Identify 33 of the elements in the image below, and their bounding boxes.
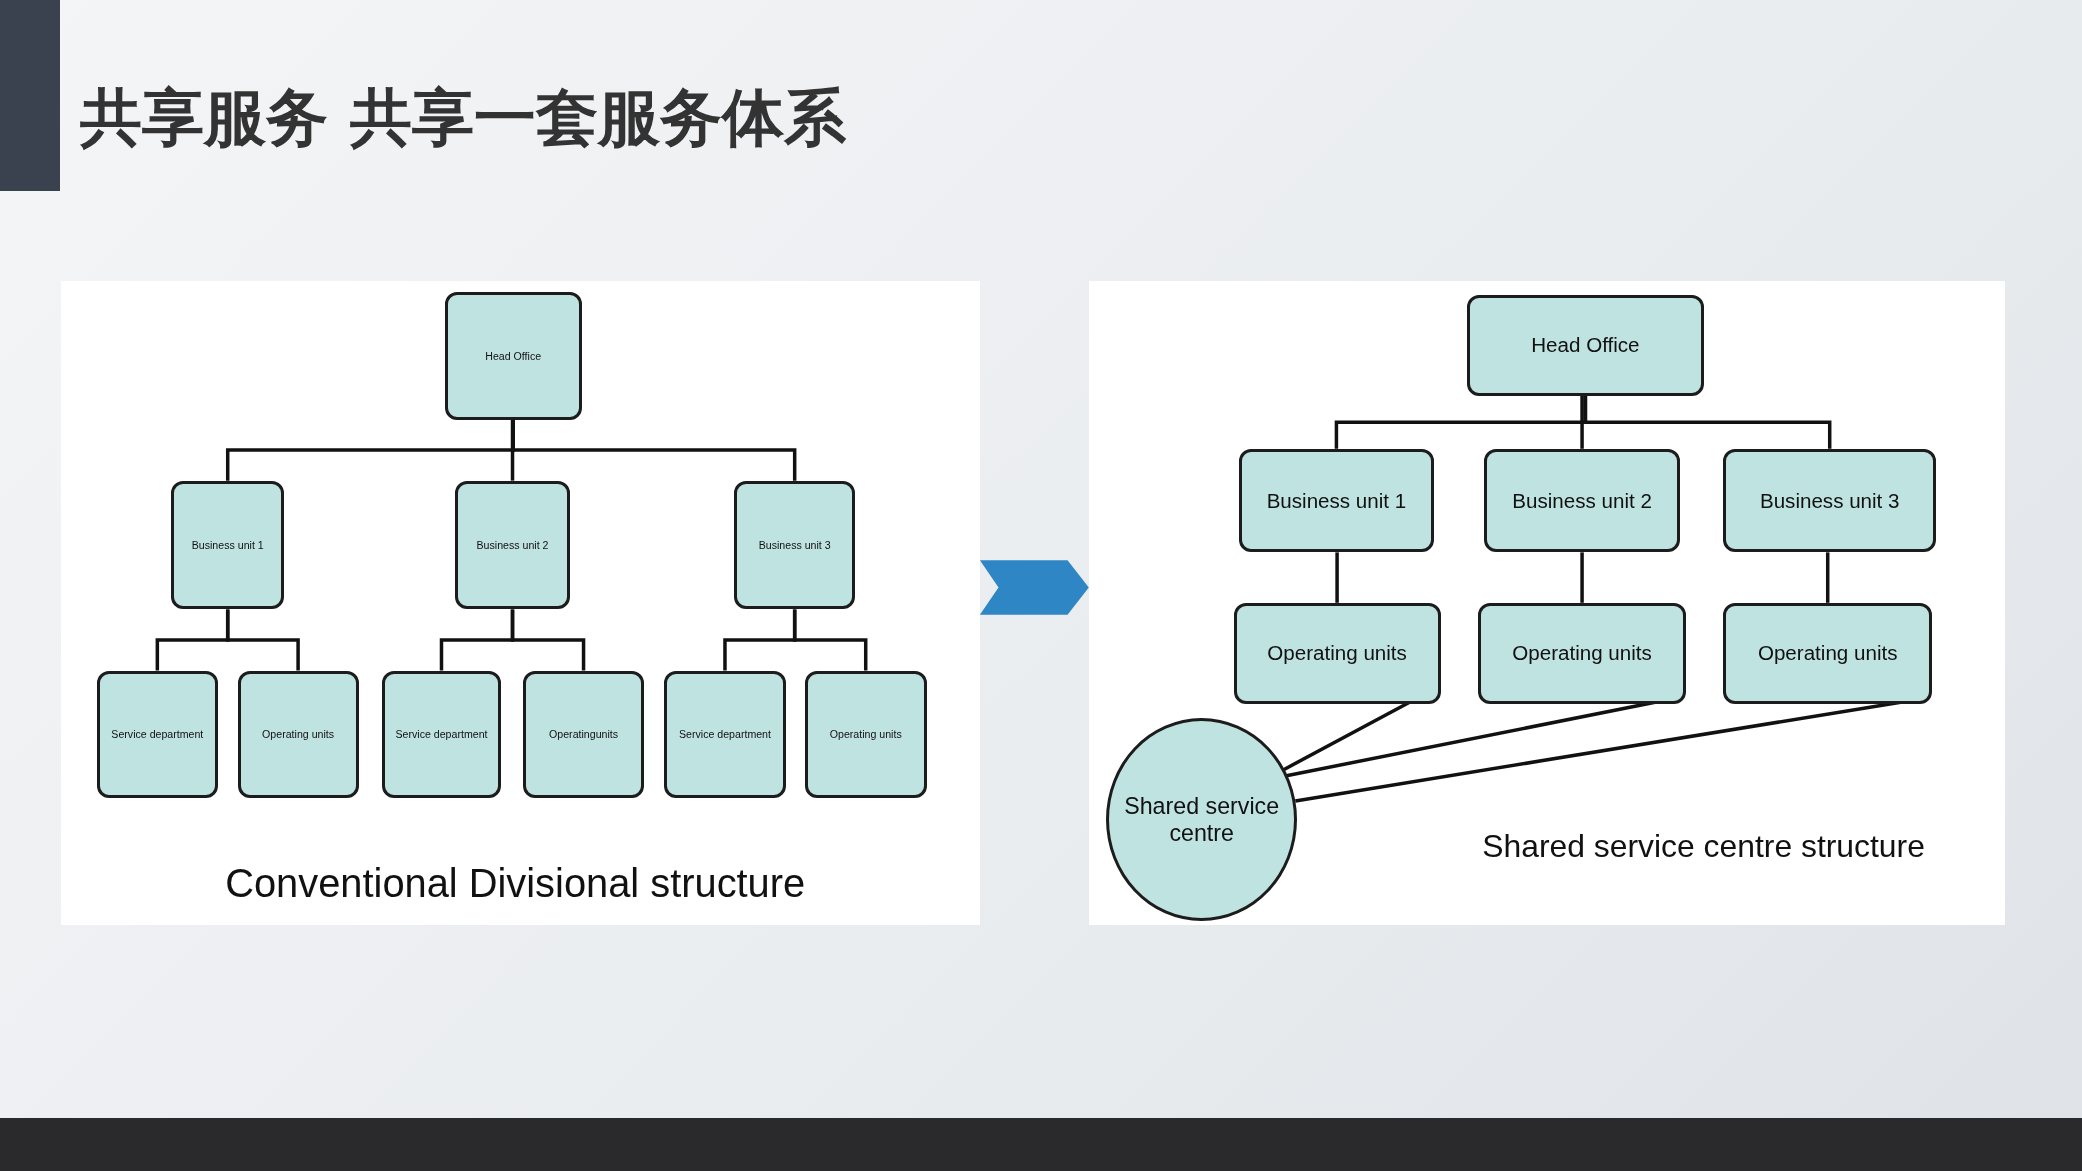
org-box: Operating units	[1723, 602, 1932, 704]
org-box: Business unit 3	[734, 480, 856, 610]
panel-card	[61, 281, 980, 926]
connector-line	[225, 609, 300, 671]
panel-card	[1088, 281, 2005, 926]
org-box: Business unit 2	[455, 480, 570, 610]
connector-line	[1580, 552, 1584, 603]
connector-line	[1580, 395, 1584, 449]
connector-line	[1825, 552, 1830, 603]
chevron-arrow	[979, 560, 1089, 615]
connector-line	[511, 419, 797, 481]
org-box: Operating units	[237, 670, 359, 798]
org-box: Head Office	[1467, 294, 1704, 396]
panel-caption: Shared service centre structure	[1482, 827, 1925, 865]
org-box: Head Office	[444, 292, 582, 420]
org-box: Business unit 2	[1484, 448, 1680, 553]
connector-line	[510, 609, 586, 671]
org-box: Operatingunits	[523, 670, 644, 798]
connector-line	[792, 609, 868, 671]
panel-caption: Conventional Divisional structure	[225, 860, 806, 906]
connector-line	[1335, 552, 1339, 603]
connector-line	[1583, 395, 1832, 449]
org-box: Business unit 1	[1238, 448, 1434, 553]
org-box: Business unit 3	[1723, 448, 1936, 553]
org-box: Business unit 1	[171, 480, 285, 610]
org-box: Service department	[663, 670, 787, 798]
service-circle: Shared service centre	[1106, 718, 1298, 922]
org-box: Operating units	[804, 670, 927, 798]
org-box: Operating units	[1233, 602, 1441, 704]
title: 共享服务 共享一套服务体系	[80, 80, 846, 156]
org-box: Operating units	[1477, 602, 1687, 704]
org-box: Service department	[382, 670, 501, 798]
org-box: Service department	[96, 670, 218, 798]
